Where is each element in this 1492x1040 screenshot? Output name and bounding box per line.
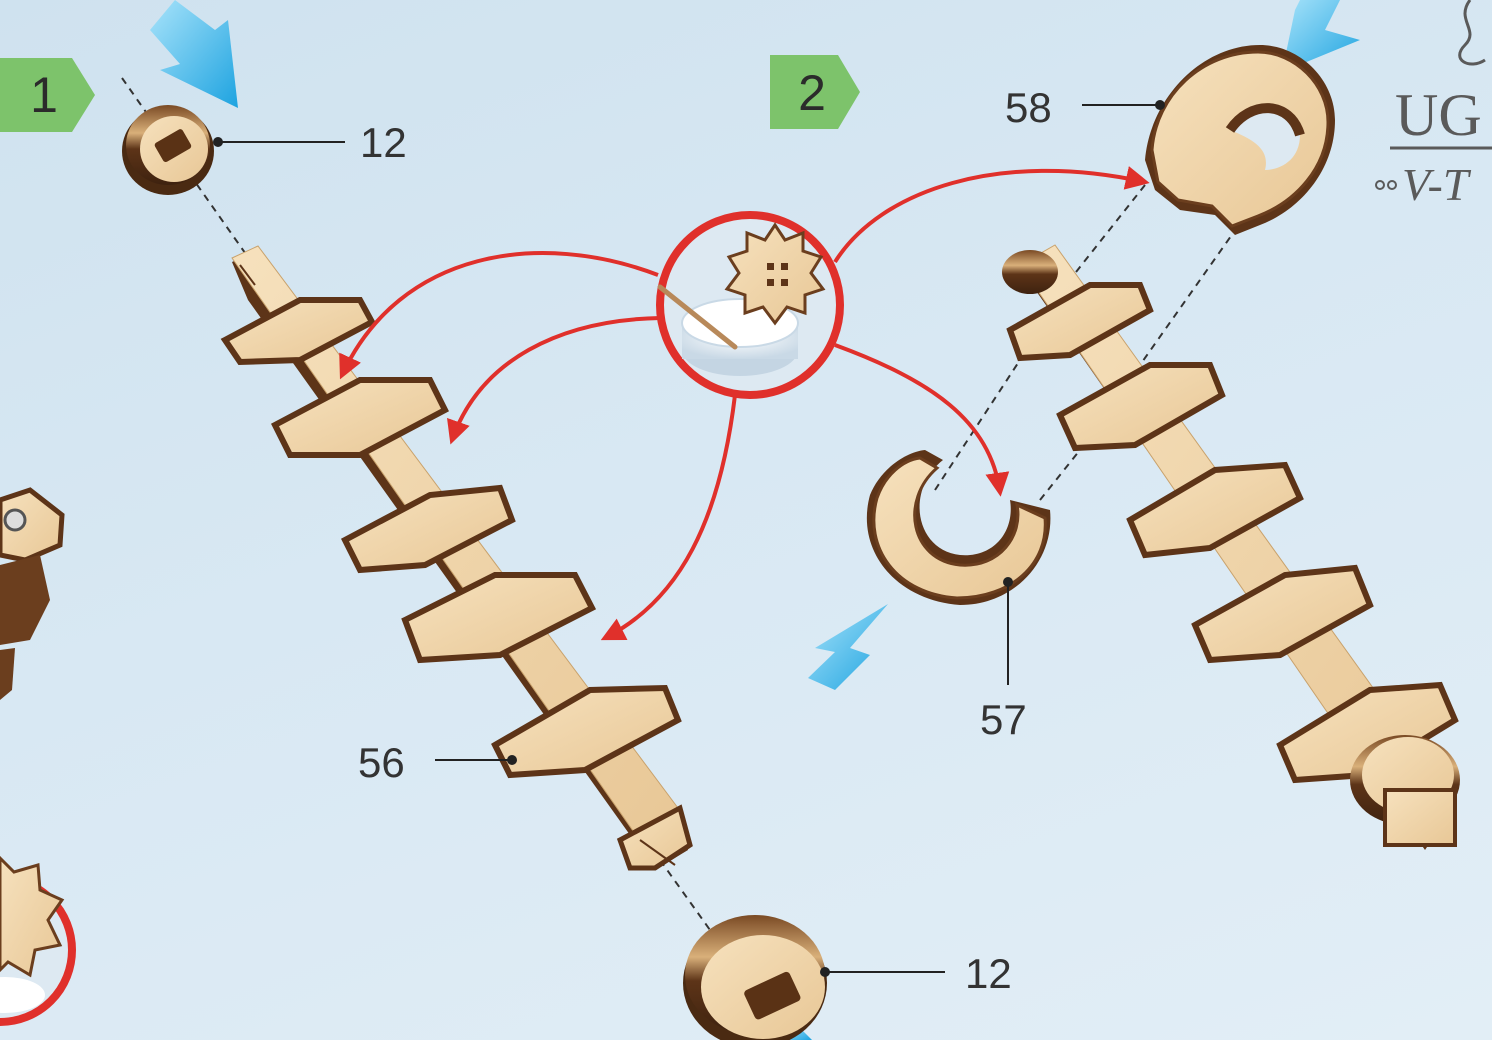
- partial-glue-indicator-left: [0, 855, 76, 1026]
- part-ring-top: [122, 105, 214, 195]
- callout-ring-top-label: 12: [360, 119, 407, 166]
- glue-arrow-5: [833, 166, 1150, 264]
- logo-subtext: V-T: [1402, 159, 1472, 210]
- direction-arrow-middle: [808, 604, 888, 690]
- step-badge-1: 1: [0, 58, 95, 132]
- gear-icon: [0, 855, 65, 978]
- glue-arrow-4: [834, 343, 1010, 497]
- direction-arrow-top-right: [1282, 0, 1360, 72]
- part-rod-56: [220, 245, 693, 871]
- callout-ring-bottom: 12: [820, 950, 1012, 997]
- glue-arrow-1: [339, 251, 659, 380]
- part-rod-right: [1002, 244, 1460, 850]
- step-badge-1-label: 1: [30, 67, 58, 123]
- direction-arrow-top-left: [150, 0, 238, 108]
- callout-piece-57: 57: [980, 577, 1027, 743]
- logo-text: UG: [1395, 82, 1482, 148]
- part-piece-57: [866, 450, 1051, 605]
- callout-piece-57-label: 57: [980, 696, 1027, 743]
- glue-arrow-2: [447, 316, 661, 445]
- callout-ring-bottom-label: 12: [965, 950, 1012, 997]
- callout-rod-56: 56: [358, 739, 517, 786]
- part-ring-bottom: [683, 915, 827, 1040]
- callout-piece-58: 58: [1005, 84, 1165, 131]
- glue-arrows: [339, 166, 1150, 641]
- glue-arrow-3: [600, 394, 737, 641]
- callout-ring-top: 12: [213, 119, 407, 166]
- part-piece-58: [1145, 45, 1335, 235]
- brand-logo: UG V-T: [1375, 0, 1492, 210]
- step-badge-2-label: 2: [798, 65, 826, 121]
- logo-swirl-icon: [1458, 0, 1486, 66]
- assembly-axis-lines: [121, 77, 1261, 1001]
- callout-piece-58-label: 58: [1005, 84, 1052, 131]
- nut-icon: [3, 508, 27, 532]
- toothpick-icon: [657, 284, 738, 350]
- gear-icon: [724, 222, 826, 326]
- callout-rod-56-label: 56: [358, 739, 405, 786]
- step-badge-2: 2: [770, 55, 860, 129]
- glue-indicator: [656, 211, 844, 399]
- partial-part-left-edge: [0, 487, 65, 700]
